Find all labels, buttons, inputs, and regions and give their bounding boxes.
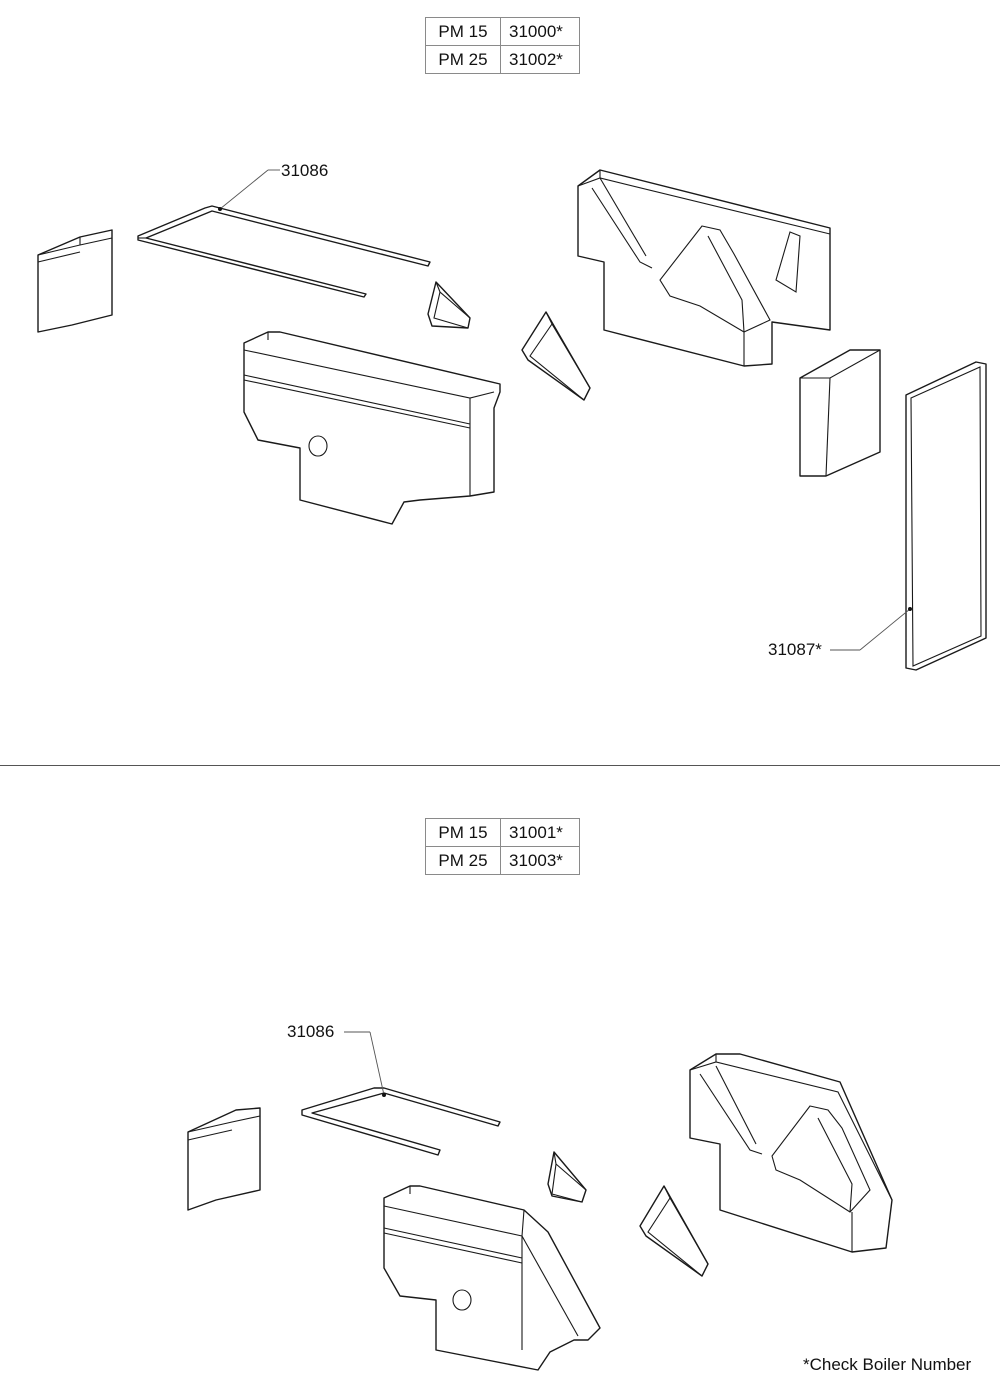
footnote: *Check Boiler Number — [803, 1355, 972, 1374]
rod-bottom — [301, 1087, 501, 1156]
glass-gasket-top — [905, 361, 987, 671]
front-baffle-bottom — [383, 1185, 601, 1371]
back-baffle-top — [577, 169, 831, 367]
leader-dot — [908, 607, 912, 611]
callout-rod-top: 31086 — [281, 161, 329, 180]
model-cell: PM 25 — [425, 846, 501, 875]
model-cell: PM 15 — [425, 17, 501, 46]
end-block-bottom-left — [187, 1107, 261, 1211]
triangle-block-small-top — [427, 281, 471, 329]
section-divider — [0, 765, 1000, 766]
rod-top — [137, 205, 431, 298]
table-row: PM 25 31003* — [425, 846, 580, 875]
leader-line — [859, 608, 911, 651]
table-row: PM 15 31000* — [425, 17, 580, 46]
end-block-top-left — [37, 229, 113, 333]
part-number-cell: 31000* — [500, 17, 580, 46]
part-number-table-top: PM 15 31000* PM 25 31002* — [425, 17, 580, 74]
table-row: PM 25 31002* — [425, 45, 580, 74]
callout-glass-gasket-top: 31087* — [768, 640, 822, 659]
triangle-block-large-top — [521, 311, 591, 401]
leader-dot — [382, 1093, 386, 1097]
callout-rod-bottom: 31086 — [287, 1022, 335, 1041]
front-baffle-top — [243, 331, 501, 525]
part-number-cell: 31002* — [500, 45, 580, 74]
leader-dot — [218, 207, 222, 211]
back-baffle-bottom — [689, 1053, 893, 1253]
side-block-top-right — [799, 349, 881, 477]
leader-line — [369, 1031, 385, 1096]
triangle-block-small-bottom — [547, 1151, 587, 1203]
table-row: PM 15 31001* — [425, 818, 580, 847]
part-number-cell: 31001* — [500, 818, 580, 847]
part-number-table-bottom: PM 15 31001* PM 25 31003* — [425, 818, 580, 875]
part-number-cell: 31003* — [500, 846, 580, 875]
triangle-block-large-bottom — [639, 1185, 709, 1277]
leader-line — [219, 169, 269, 210]
